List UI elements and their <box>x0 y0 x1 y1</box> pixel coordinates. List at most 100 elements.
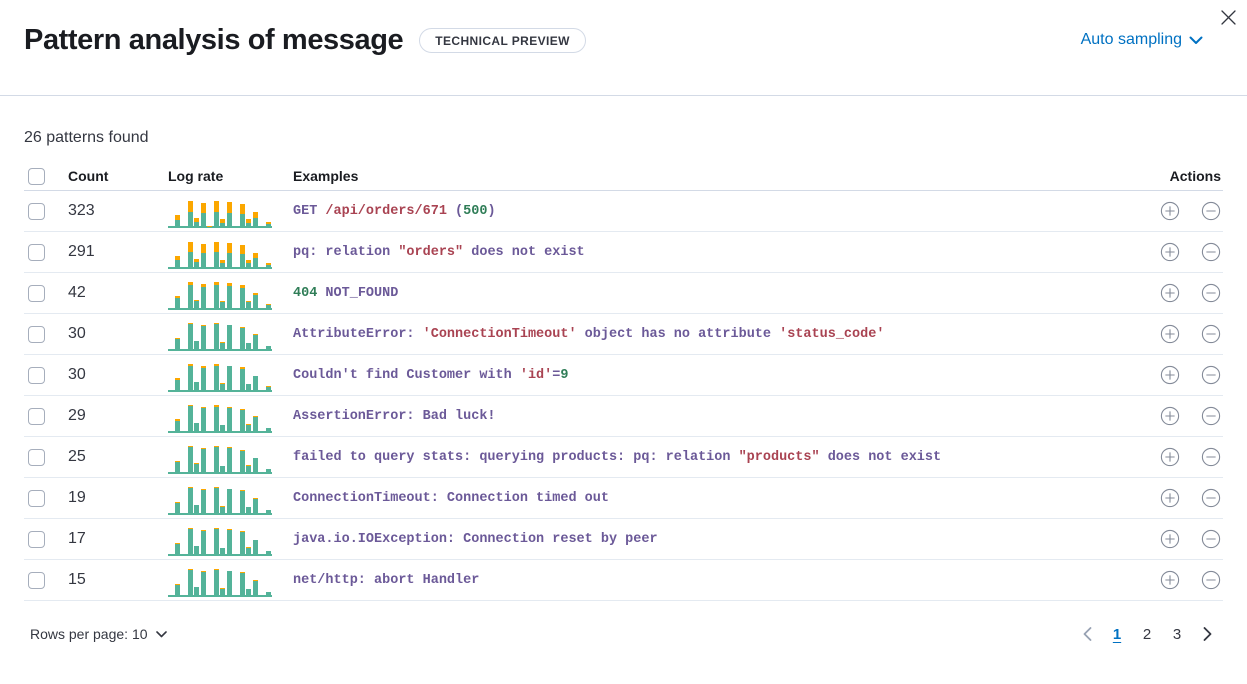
column-header-examples: Examples <box>293 168 359 184</box>
next-page-button[interactable] <box>1195 622 1219 646</box>
pattern-analysis-flyout: Pattern analysis of message TECHNICAL PR… <box>0 5 1247 646</box>
table-footer: Rows per page: 10 1 2 3 <box>24 622 1223 646</box>
example-token: 404 <box>293 285 318 301</box>
sampling-dropdown[interactable]: Auto sampling <box>1081 31 1203 49</box>
filter-in-pattern-button[interactable] <box>1160 447 1180 467</box>
rows-per-page-label: Rows per page: 10 <box>30 626 148 642</box>
row-count: 15 <box>68 571 86 588</box>
example-text: Couldn't find Customer with 'id'=9 <box>293 368 1127 383</box>
filter-in-pattern-button[interactable] <box>1160 529 1180 549</box>
example-token: "products" <box>738 449 820 465</box>
plus-in-circle-icon <box>1160 529 1180 549</box>
row-checkbox[interactable] <box>28 489 45 507</box>
chevron-left-icon <box>1083 627 1092 641</box>
filter-out-pattern-button[interactable] <box>1201 365 1221 385</box>
table-row: 42 404 NOT_FOUND <box>24 273 1223 314</box>
filter-out-pattern-button[interactable] <box>1201 201 1221 221</box>
chevron-down-icon <box>155 630 167 638</box>
filter-in-pattern-button[interactable] <box>1160 242 1180 262</box>
row-checkbox[interactable] <box>28 202 45 220</box>
row-checkbox[interactable] <box>28 284 45 302</box>
table-row: 15 net/http: abort Handler <box>24 560 1223 601</box>
pattern-table: Count Log rate Examples Actions 323 GET … <box>24 162 1223 601</box>
chevron-down-icon <box>1189 36 1203 45</box>
row-checkbox[interactable] <box>28 325 45 343</box>
plus-in-circle-icon <box>1160 283 1180 303</box>
filter-out-pattern-button[interactable] <box>1201 570 1221 590</box>
filter-in-pattern-button[interactable] <box>1160 201 1180 221</box>
chevron-right-icon <box>1203 627 1212 641</box>
technical-preview-badge: TECHNICAL PREVIEW <box>419 27 586 53</box>
filter-out-pattern-button[interactable] <box>1201 324 1221 344</box>
minus-in-circle-icon <box>1201 242 1221 262</box>
example-text: AssertionError: Bad luck! <box>293 409 1127 424</box>
pattern-table-body: 323 GET /api/orders/671 (500) 291 <box>24 191 1223 601</box>
row-count: 25 <box>68 448 86 465</box>
close-button[interactable] <box>1216 5 1240 29</box>
filter-out-pattern-button[interactable] <box>1201 529 1221 549</box>
row-count: 30 <box>68 325 86 342</box>
pagination: 1 2 3 <box>1075 622 1223 646</box>
rows-per-page-selector[interactable]: Rows per page: 10 <box>24 626 167 642</box>
filter-out-pattern-button[interactable] <box>1201 406 1221 426</box>
log-rate-chart <box>168 238 272 269</box>
plus-in-circle-icon <box>1160 488 1180 508</box>
filter-out-pattern-button[interactable] <box>1201 283 1221 303</box>
example-text: java.io.IOException: Connection reset by… <box>293 532 1127 547</box>
filter-in-pattern-button[interactable] <box>1160 488 1180 508</box>
row-checkbox[interactable] <box>28 243 45 261</box>
table-row: 30 Couldn't find Customer with 'id'=9 <box>24 355 1223 396</box>
example-token: java.io.IOException: Connection reset by… <box>293 531 658 547</box>
plus-in-circle-icon <box>1160 242 1180 262</box>
filter-out-pattern-button[interactable] <box>1201 488 1221 508</box>
row-checkbox[interactable] <box>28 571 45 589</box>
filter-in-pattern-button[interactable] <box>1160 406 1180 426</box>
example-token: ) <box>487 203 496 219</box>
filter-in-pattern-button[interactable] <box>1160 283 1180 303</box>
log-rate-chart <box>168 320 272 351</box>
filter-out-pattern-button[interactable] <box>1201 447 1221 467</box>
row-count: 323 <box>68 202 95 219</box>
example-token: 'id' <box>519 367 553 383</box>
row-count: 19 <box>68 489 86 506</box>
example-token: NOT_FOUND <box>317 285 399 301</box>
example-token: ( <box>446 203 464 219</box>
filter-in-pattern-button[interactable] <box>1160 365 1180 385</box>
page-button-1[interactable]: 1 <box>1105 622 1129 646</box>
row-checkbox[interactable] <box>28 366 45 384</box>
sampling-dropdown-label: Auto sampling <box>1080 31 1182 48</box>
log-rate-chart <box>168 566 272 597</box>
filter-in-pattern-button[interactable] <box>1160 324 1180 344</box>
row-checkbox[interactable] <box>28 530 45 548</box>
example-token: does not exist <box>819 449 942 465</box>
page-button-3[interactable]: 3 <box>1165 622 1189 646</box>
example-token: 'status_code' <box>779 326 885 342</box>
example-text: AttributeError: 'ConnectionTimeout' obje… <box>293 327 1127 342</box>
filter-out-pattern-button[interactable] <box>1201 242 1221 262</box>
column-header-actions: Actions <box>1169 168 1221 184</box>
close-icon <box>1220 9 1236 25</box>
minus-in-circle-icon <box>1201 570 1221 590</box>
page-button-2[interactable]: 2 <box>1135 622 1159 646</box>
minus-in-circle-icon <box>1201 324 1221 344</box>
minus-in-circle-icon <box>1201 406 1221 426</box>
table-header-row: Count Log rate Examples Actions <box>24 162 1223 191</box>
plus-in-circle-icon <box>1160 201 1180 221</box>
example-token: AttributeError: <box>293 326 423 342</box>
example-text: net/http: abort Handler <box>293 573 1127 588</box>
filter-in-pattern-button[interactable] <box>1160 570 1180 590</box>
example-token: "orders" <box>398 244 464 260</box>
row-count: 42 <box>68 284 86 301</box>
table-row: 30 AttributeError: 'ConnectionTimeout' o… <box>24 314 1223 355</box>
example-token: = <box>552 367 561 383</box>
previous-page-button[interactable] <box>1075 622 1099 646</box>
patterns-found-count: 26 patterns found <box>24 129 149 146</box>
log-rate-chart <box>168 525 272 556</box>
row-checkbox[interactable] <box>28 407 45 425</box>
row-count: 29 <box>68 407 86 424</box>
row-checkbox[interactable] <box>28 448 45 466</box>
example-token: does not exist <box>463 244 585 260</box>
select-all-checkbox[interactable] <box>28 167 45 185</box>
minus-in-circle-icon <box>1201 447 1221 467</box>
example-token: ConnectionTimeout: Connection timed out <box>293 490 609 506</box>
